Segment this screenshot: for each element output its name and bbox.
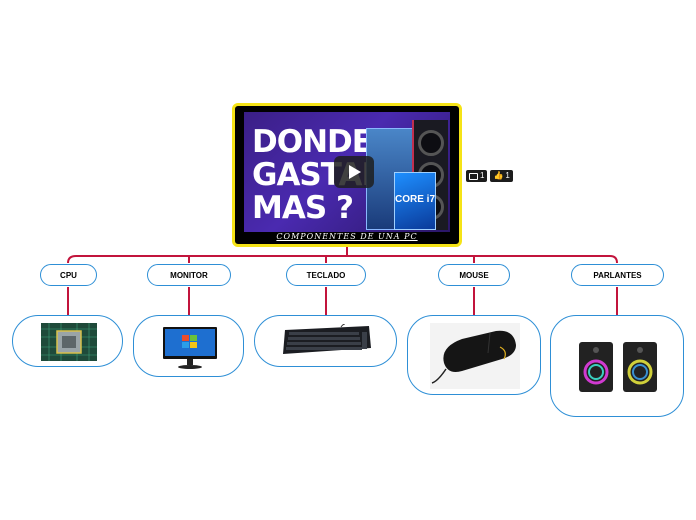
- comment-icon: [469, 172, 478, 180]
- drop-parlantes: [609, 255, 618, 264]
- image-node-monitor[interactable]: [133, 315, 244, 377]
- image-node-teclado[interactable]: [254, 315, 397, 367]
- node-mouse[interactable]: MOUSE: [438, 264, 510, 286]
- keyboard-picture: [283, 324, 371, 354]
- video-thumbnail[interactable]: DONDE GASTAR MAS ? CORE i7: [244, 112, 450, 232]
- image-node-parlantes[interactable]: [550, 315, 684, 417]
- cpu-chip-picture: [41, 323, 97, 361]
- speakers-picture: [579, 342, 657, 392]
- root-topic[interactable]: DONDE GASTAR MAS ? CORE i7 COMPONENTES D…: [232, 103, 462, 247]
- node-monitor[interactable]: MONITOR: [147, 264, 231, 286]
- node-cpu[interactable]: CPU: [40, 264, 97, 286]
- likes-badge[interactable]: 👍 1: [490, 170, 513, 182]
- comments-badge[interactable]: 1: [466, 170, 488, 182]
- processor-box-picture: CORE i7: [394, 172, 436, 230]
- drop-cpu: [67, 255, 77, 264]
- likes-count: 1: [505, 171, 510, 180]
- node-teclado[interactable]: TECLADO: [286, 264, 366, 286]
- play-button[interactable]: [334, 156, 374, 188]
- comments-count: 1: [480, 171, 485, 180]
- fan-icon: [418, 130, 444, 156]
- image-node-mouse[interactable]: [407, 315, 541, 395]
- thumbs-up-icon: 👍: [493, 171, 504, 180]
- play-icon: [349, 165, 361, 179]
- topic-badges: 1 👍 1: [466, 170, 513, 182]
- monitor-picture: [163, 327, 217, 369]
- mouse-picture: [430, 323, 520, 389]
- node-parlantes[interactable]: PARLANTES: [571, 264, 664, 286]
- image-node-cpu[interactable]: [12, 315, 123, 367]
- root-label: COMPONENTES DE UNA PC: [276, 232, 418, 241]
- thumbnail-headline: DONDE GASTAR MAS ?: [252, 124, 385, 226]
